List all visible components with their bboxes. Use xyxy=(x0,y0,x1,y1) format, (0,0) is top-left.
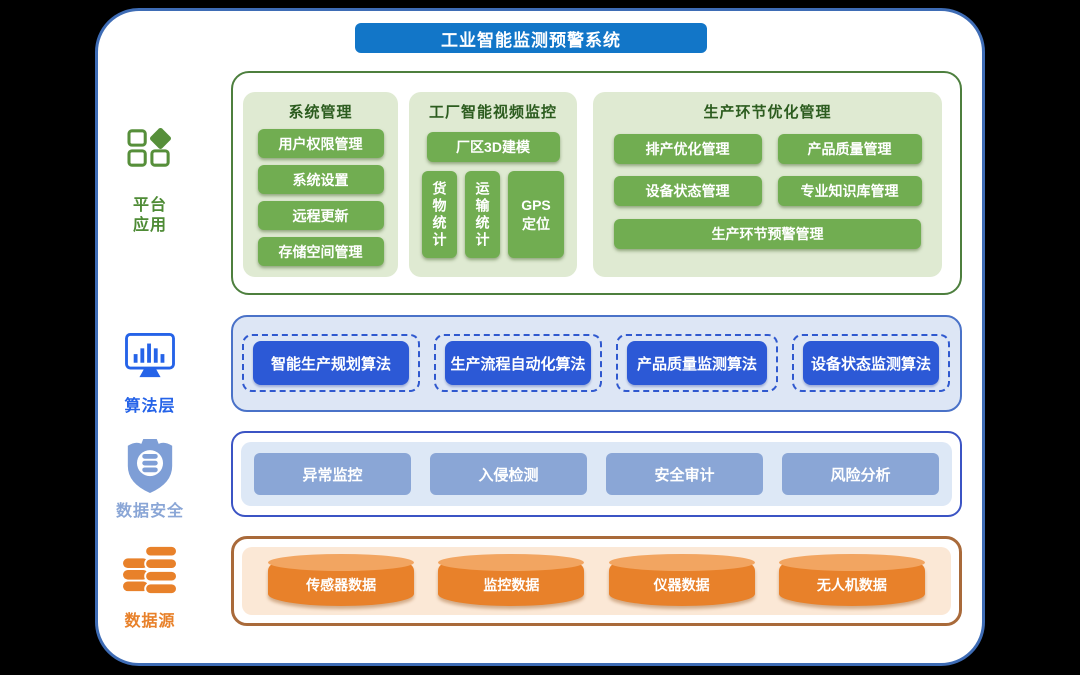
node-instrument-data: 仪器数据 xyxy=(608,554,755,608)
node-security-audit: 安全审计 xyxy=(606,453,763,495)
sidebar-label-platform: 平台 应用 xyxy=(132,197,167,234)
cylinder-top xyxy=(608,554,755,571)
cylinder-top xyxy=(268,554,415,571)
group-title: 生产环节优化管理 xyxy=(703,104,832,121)
node-row: 设备状态管理 专业知识库管理 xyxy=(613,176,922,206)
node-gps-location: GPS 定位 xyxy=(508,171,564,258)
cylinder-top xyxy=(778,554,925,571)
node-sensor-data: 传感器数据 xyxy=(268,554,415,608)
sidebar-item-platform: 平台 应用 xyxy=(98,127,202,236)
algorithm-chip: 智能生产规划算法 xyxy=(242,334,420,392)
node-cargo-stats: 货物统计 xyxy=(422,171,457,258)
node-intrusion-detection: 入侵检测 xyxy=(430,453,587,495)
algorithm-chip: 生产流程自动化算法 xyxy=(434,334,602,392)
node-scheduling-optimization: 排产优化管理 xyxy=(613,134,762,164)
algorithm-chip: 设备状态监测算法 xyxy=(792,334,950,392)
data-source-section: 传感器数据 监控数据 仪器数据 无人机数据 xyxy=(231,536,962,626)
node-drone-data: 无人机数据 xyxy=(778,554,925,608)
node-equipment-status: 设备状态管理 xyxy=(613,176,762,206)
node-row: 排产优化管理 产品质量管理 xyxy=(613,134,922,164)
page-title: 工业智能监测预警系统 xyxy=(355,23,707,53)
sidebar-label-datasource: 数据源 xyxy=(124,613,176,630)
database-icon xyxy=(123,544,178,595)
sidebar-item-algorithm: 算法层 xyxy=(98,333,202,417)
node-production-planning-algorithm: 智能生产规划算法 xyxy=(253,341,409,385)
node-product-quality: 产品质量管理 xyxy=(777,134,922,164)
node-transport-stats: 运输统计 xyxy=(465,171,500,258)
algorithm-layer-section: 智能生产规划算法 生产流程自动化算法 产品质量监测算法 设备状态监测算法 xyxy=(231,315,962,412)
node-quality-monitoring-algorithm: 产品质量监测算法 xyxy=(627,341,767,385)
node-monitoring-data: 监控数据 xyxy=(438,554,585,608)
group-video-monitoring: 工厂智能视频监控 厂区3D建模 货物统计 运输统计 GPS 定位 xyxy=(409,92,577,277)
group-system-management: 系统管理 用户权限管理 系统设置 远程更新 存储空间管理 xyxy=(243,92,398,277)
data-security-section: 异常监控 入侵检测 安全审计 风险分析 xyxy=(231,431,962,517)
group-production-optimization: 生产环节优化管理 排产优化管理 产品质量管理 设备状态管理 专业知识库管理 生产… xyxy=(593,92,942,277)
sidebar-label-security: 数据安全 xyxy=(115,503,184,520)
node-3d-modeling: 厂区3D建模 xyxy=(426,132,560,162)
group-title: 工厂智能视频监控 xyxy=(428,104,557,121)
cylinder-label: 监控数据 xyxy=(483,577,540,593)
main-panel: 工业智能监测预警系统 平台 应用 xyxy=(95,8,985,666)
group-title: 系统管理 xyxy=(288,104,353,121)
vertical-node-row: 货物统计 运输统计 GPS 定位 xyxy=(422,171,564,258)
cylinder-top xyxy=(438,554,585,571)
datasource-inner-panel: 传感器数据 监控数据 仪器数据 无人机数据 xyxy=(242,547,951,615)
node-risk-analysis: 风险分析 xyxy=(782,453,939,495)
cylinder-label: 无人机数据 xyxy=(816,577,887,593)
node-storage-management: 存储空间管理 xyxy=(257,237,384,266)
monitor-chart-icon xyxy=(125,333,175,378)
sidebar-label-algorithm: 算法层 xyxy=(124,398,176,415)
cylinder-label: 仪器数据 xyxy=(653,577,710,593)
node-remote-update: 远程更新 xyxy=(257,201,384,230)
node-equipment-monitoring-algorithm: 设备状态监测算法 xyxy=(803,341,939,385)
node-user-permission: 用户权限管理 xyxy=(257,129,384,158)
node-system-settings: 系统设置 xyxy=(257,165,384,194)
platform-application-section: 系统管理 用户权限管理 系统设置 远程更新 存储空间管理 工厂智能视频监控 厂区… xyxy=(231,71,962,295)
node-anomaly-monitoring: 异常监控 xyxy=(254,453,411,495)
sidebar-item-datasource: 数据源 xyxy=(98,543,202,632)
app-grid-icon xyxy=(127,127,171,167)
sidebar-item-security: 数据安全 xyxy=(98,437,202,522)
cylinder-label: 传感器数据 xyxy=(306,577,377,593)
security-inner-panel: 异常监控 入侵检测 安全审计 风险分析 xyxy=(241,442,952,506)
shield-database-icon xyxy=(127,439,173,493)
node-knowledge-base: 专业知识库管理 xyxy=(777,176,922,206)
node-production-warning: 生产环节预警管理 xyxy=(614,219,921,249)
node-process-automation-algorithm: 生产流程自动化算法 xyxy=(445,341,591,385)
algorithm-chip: 产品质量监测算法 xyxy=(616,334,778,392)
